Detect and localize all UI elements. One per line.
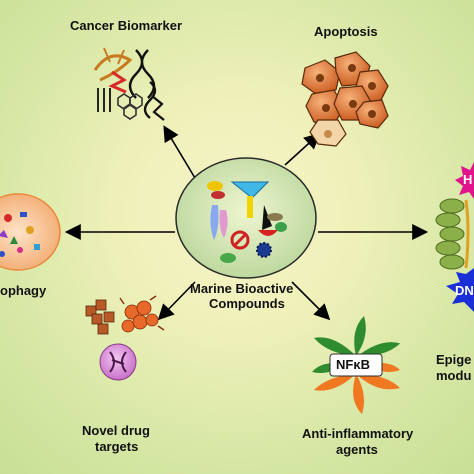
epigenetic-label-line2: modu — [436, 368, 472, 383]
nfkb-flower-icon — [312, 316, 401, 414]
center-label-line1: Marine Bioactive — [190, 281, 294, 296]
dn-badge-text: DN — [455, 283, 474, 298]
arrow-novel-drug — [157, 281, 196, 321]
marine-compounds-circle — [175, 157, 317, 279]
center-label-line2: Compounds — [209, 296, 285, 311]
arrow-anti-inflammatory — [291, 281, 331, 321]
autophagy-cell-icon — [0, 193, 61, 271]
autophagy-label: ophagy — [0, 283, 47, 298]
novel-drug-label-line1: Novel drug — [82, 423, 150, 438]
arrow-apoptosis — [284, 132, 321, 166]
novel-drug-label-line2: targets — [95, 439, 139, 454]
arrow-cancer-biomarker — [163, 125, 196, 179]
cancer-biomarker-label: Cancer Biomarker — [70, 18, 182, 33]
epigenetic-icon — [435, 162, 474, 312]
dn-star-badge — [446, 268, 474, 312]
h-badge-text: H — [463, 172, 473, 187]
anti-inflammatory-label-line1: Anti-inflammatory — [302, 426, 414, 441]
apoptosis-cells-icon — [301, 51, 389, 147]
novel-drug-targets-icon — [85, 295, 165, 381]
anti-inflammatory-label-line2: agents — [336, 442, 378, 457]
cancer-biomarker-icon — [93, 47, 165, 121]
apoptosis-label: Apoptosis — [314, 24, 378, 39]
connector-arrows — [64, 125, 429, 321]
epigenetic-label-line1: Epige — [436, 352, 472, 367]
nfkb-badge: NFκB — [336, 357, 370, 372]
h-star-badge — [455, 162, 474, 199]
